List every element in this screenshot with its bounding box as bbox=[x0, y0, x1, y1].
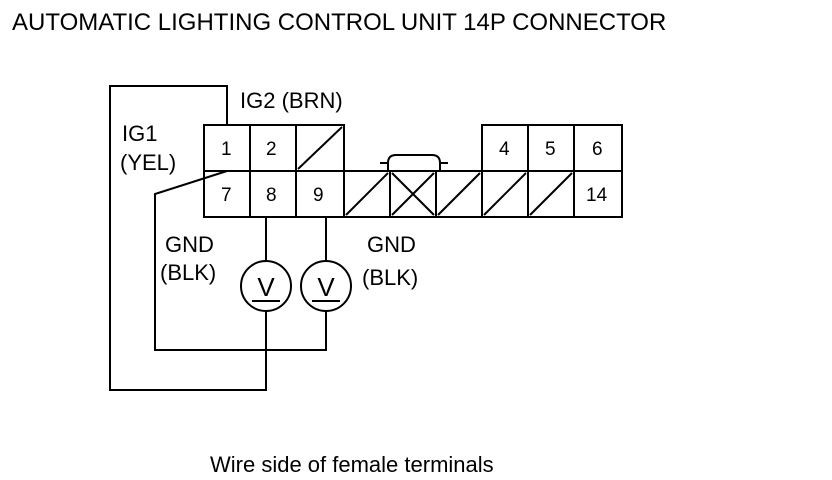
pin-6-label: 6 bbox=[592, 139, 603, 160]
svg-text:V: V bbox=[317, 272, 335, 302]
cavity-14 bbox=[573, 170, 623, 218]
pin-2-label: 2 bbox=[266, 139, 277, 160]
cavity-3-slash bbox=[297, 126, 343, 170]
pin-9-label: 9 bbox=[313, 185, 324, 206]
label-ig2: IG2 (BRN) bbox=[240, 88, 343, 113]
pin-1-label: 1 bbox=[221, 139, 232, 160]
pin-8-label: 8 bbox=[266, 185, 277, 206]
cavity-11-slash-b bbox=[391, 172, 435, 216]
label-gnd-right-line1: GND bbox=[367, 232, 416, 257]
pin-7-label: 7 bbox=[221, 185, 232, 206]
pin-4-label: 4 bbox=[499, 139, 510, 160]
connector-middle-row bbox=[343, 154, 483, 218]
wire-ig1 bbox=[109, 85, 267, 391]
cavity-10-slash bbox=[345, 172, 389, 216]
label-gnd-right-line2: (BLK) bbox=[362, 265, 418, 290]
wire-ig2 bbox=[154, 170, 327, 351]
voltmeter-right-icon: V bbox=[300, 260, 352, 312]
diagram-caption: Wire side of female terminals bbox=[210, 452, 494, 477]
diagram-title: AUTOMATIC LIGHTING CONTROL UNIT 14P CONN… bbox=[12, 9, 666, 36]
label-ig1-line2: (YEL) bbox=[120, 150, 176, 175]
cavity-12b-slash bbox=[483, 172, 527, 216]
label-gnd-left-line1: GND bbox=[165, 232, 214, 257]
connector-left-block bbox=[203, 124, 345, 218]
cavity-13-slash bbox=[529, 172, 573, 216]
cavity-5 bbox=[527, 124, 575, 172]
label-gnd-left-line2: (BLK) bbox=[160, 260, 216, 285]
voltmeter-left-icon: V bbox=[240, 260, 292, 312]
cavity-6 bbox=[573, 124, 623, 172]
cavity-12-slash bbox=[437, 172, 481, 216]
connector-latch bbox=[380, 154, 448, 171]
connector-right-block bbox=[481, 124, 623, 218]
pin-5-label: 5 bbox=[545, 139, 556, 160]
label-ig1-line1: IG1 bbox=[122, 121, 157, 146]
svg-text:V: V bbox=[257, 272, 275, 302]
pin-14-label: 14 bbox=[586, 185, 608, 206]
